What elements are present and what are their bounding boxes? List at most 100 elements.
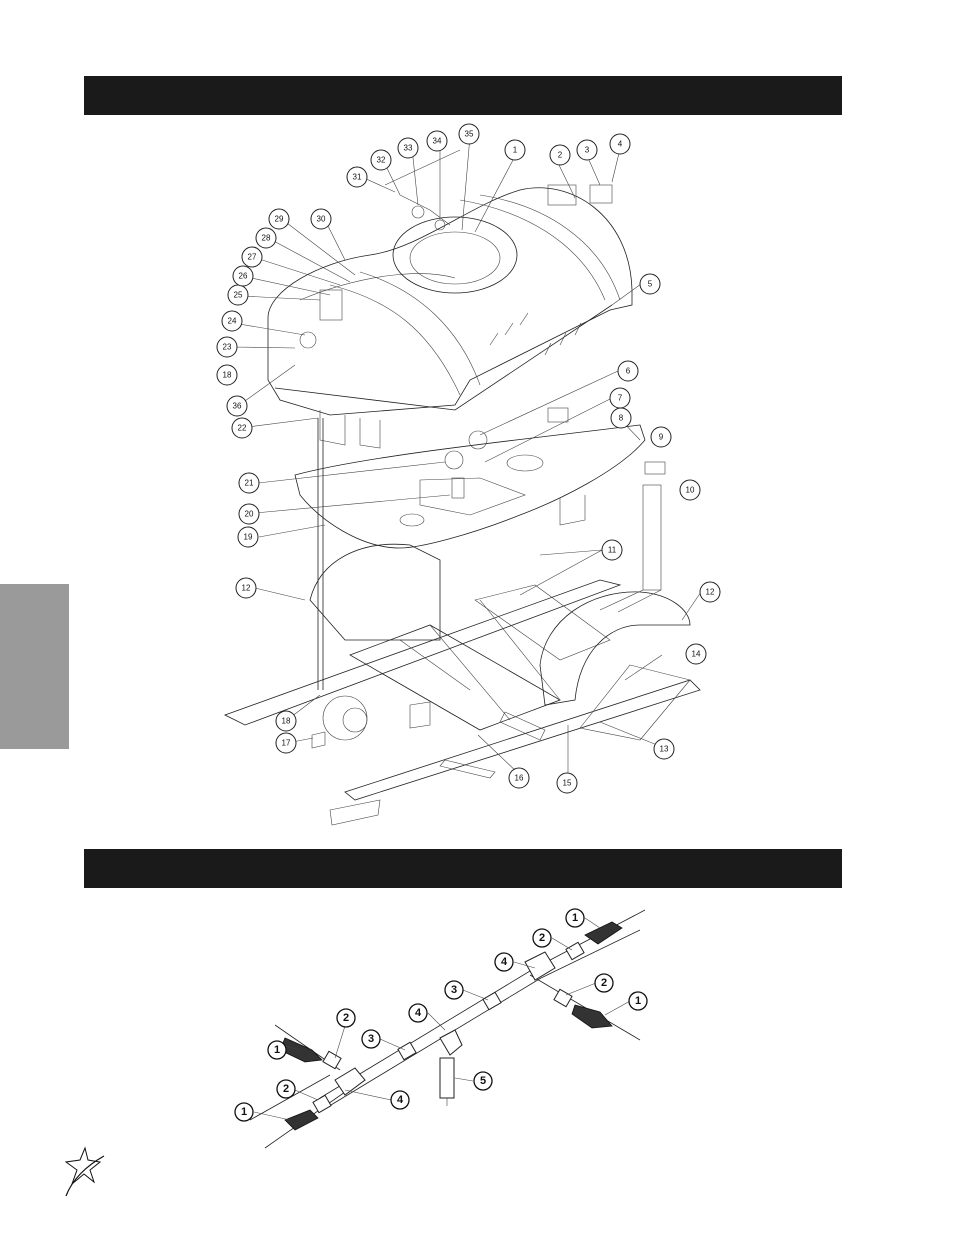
svg-text:10: 10 bbox=[686, 486, 695, 495]
svg-text:4: 4 bbox=[397, 1094, 404, 1106]
callout-12-right: 12 bbox=[699, 581, 721, 603]
svg-text:1: 1 bbox=[241, 1106, 247, 1118]
svg-text:18: 18 bbox=[223, 371, 232, 380]
svg-text:11: 11 bbox=[608, 546, 617, 555]
callout-15: 15 bbox=[556, 772, 578, 794]
callout-12-left: 12 bbox=[235, 577, 257, 599]
svg-text:12: 12 bbox=[242, 584, 251, 593]
callout-35: 35 bbox=[458, 123, 480, 145]
svg-text:4: 4 bbox=[415, 1007, 422, 1019]
bottom-callout-1-lower-right: 1 bbox=[628, 991, 648, 1011]
svg-text:34: 34 bbox=[433, 137, 442, 146]
svg-text:22: 22 bbox=[238, 424, 247, 433]
svg-text:1: 1 bbox=[513, 146, 518, 155]
svg-text:32: 32 bbox=[377, 156, 386, 165]
svg-text:29: 29 bbox=[275, 215, 284, 224]
svg-text:15: 15 bbox=[563, 779, 572, 788]
svg-text:30: 30 bbox=[317, 215, 326, 224]
callout-18-bottom: 18 bbox=[275, 710, 297, 732]
svg-text:2: 2 bbox=[283, 1083, 289, 1095]
svg-text:19: 19 bbox=[244, 533, 253, 542]
svg-text:6: 6 bbox=[626, 367, 631, 376]
callout-33: 33 bbox=[397, 137, 419, 159]
svg-text:13: 13 bbox=[660, 745, 669, 754]
bottom-callout-3-left: 3 bbox=[361, 1029, 381, 1049]
bottom-callout-1-upper-right: 1 bbox=[565, 908, 585, 928]
callout-19: 19 bbox=[237, 526, 259, 548]
bottom-callout-4-left: 4 bbox=[390, 1090, 410, 1110]
svg-text:23: 23 bbox=[223, 343, 232, 352]
svg-text:31: 31 bbox=[353, 173, 362, 182]
callout-10: 10 bbox=[679, 479, 701, 501]
callout-3: 3 bbox=[576, 139, 598, 161]
svg-text:16: 16 bbox=[515, 774, 524, 783]
bottom-callout-2-right-upper: 2 bbox=[532, 928, 552, 948]
callout-4: 4 bbox=[609, 133, 631, 155]
svg-text:5: 5 bbox=[480, 1075, 486, 1087]
callout-22: 22 bbox=[231, 417, 253, 439]
svg-text:2: 2 bbox=[558, 151, 563, 160]
callout-16: 16 bbox=[508, 767, 530, 789]
bottom-callout-2-left-lower: 2 bbox=[276, 1079, 296, 1099]
svg-text:2: 2 bbox=[539, 932, 545, 944]
svg-text:26: 26 bbox=[239, 272, 248, 281]
svg-text:24: 24 bbox=[228, 317, 237, 326]
callout-24: 24 bbox=[221, 310, 243, 332]
section-header-bar-top bbox=[84, 76, 842, 115]
bottom-callout-1-upper-left: 1 bbox=[267, 1040, 287, 1060]
bottom-callout-4-center: 4 bbox=[408, 1003, 428, 1023]
svg-text:2: 2 bbox=[601, 977, 607, 989]
callout-21: 21 bbox=[238, 472, 260, 494]
svg-text:4: 4 bbox=[501, 956, 508, 968]
svg-text:27: 27 bbox=[248, 253, 257, 262]
svg-text:3: 3 bbox=[585, 146, 590, 155]
callout-25: 25 bbox=[227, 284, 249, 306]
bottom-callout-3-right: 3 bbox=[444, 980, 464, 1000]
callout-23: 23 bbox=[216, 336, 238, 358]
side-section-tab bbox=[0, 584, 69, 749]
callout-1: 1 bbox=[504, 139, 526, 161]
svg-text:9: 9 bbox=[659, 433, 664, 442]
callout-30: 30 bbox=[310, 208, 332, 230]
callout-9: 9 bbox=[650, 426, 672, 448]
svg-text:4: 4 bbox=[618, 140, 623, 149]
callout-32: 32 bbox=[370, 149, 392, 171]
callout-27: 27 bbox=[241, 246, 263, 268]
callout-17: 17 bbox=[275, 732, 297, 754]
callout-28: 28 bbox=[255, 227, 277, 249]
callout-13: 13 bbox=[653, 738, 675, 760]
svg-text:18: 18 bbox=[282, 717, 291, 726]
callout-14: 14 bbox=[685, 643, 707, 665]
callout-20: 20 bbox=[238, 503, 260, 525]
callout-34: 34 bbox=[426, 130, 448, 152]
svg-text:5: 5 bbox=[648, 280, 653, 289]
svg-text:36: 36 bbox=[233, 402, 242, 411]
svg-text:2: 2 bbox=[343, 1012, 349, 1024]
svg-text:8: 8 bbox=[619, 414, 624, 423]
callout-18-top: 18 bbox=[216, 364, 238, 386]
svg-text:28: 28 bbox=[262, 234, 271, 243]
callout-26: 26 bbox=[232, 265, 254, 287]
svg-text:3: 3 bbox=[368, 1033, 374, 1045]
svg-text:35: 35 bbox=[465, 130, 474, 139]
callout-6: 6 bbox=[617, 360, 639, 382]
svg-text:21: 21 bbox=[245, 479, 254, 488]
svg-text:12: 12 bbox=[706, 588, 715, 597]
callout-11: 11 bbox=[601, 539, 623, 561]
svg-text:3: 3 bbox=[451, 984, 457, 996]
svg-text:17: 17 bbox=[282, 739, 291, 748]
callout-8: 8 bbox=[610, 407, 632, 429]
svg-text:1: 1 bbox=[274, 1044, 280, 1056]
section-header-bar-bottom bbox=[84, 849, 842, 888]
boom-plumbing-drawing: 1 1 1 1 2 2 2 2 3 3 4 4 4 5 bbox=[234, 908, 648, 1149]
bottom-callout-1-lower-left: 1 bbox=[234, 1102, 254, 1122]
star-swoosh-logo bbox=[64, 1146, 105, 1197]
callout-2: 2 bbox=[549, 144, 571, 166]
svg-text:14: 14 bbox=[692, 650, 701, 659]
bottom-callout-2-left-upper: 2 bbox=[336, 1008, 356, 1028]
callout-36: 36 bbox=[226, 395, 248, 417]
svg-text:7: 7 bbox=[618, 394, 623, 403]
callout-5: 5 bbox=[639, 273, 661, 295]
tank-assembly-drawing: 1 2 3 4 5 6 7 8 9 10 11 12 12 13 14 15 1… bbox=[216, 123, 721, 826]
